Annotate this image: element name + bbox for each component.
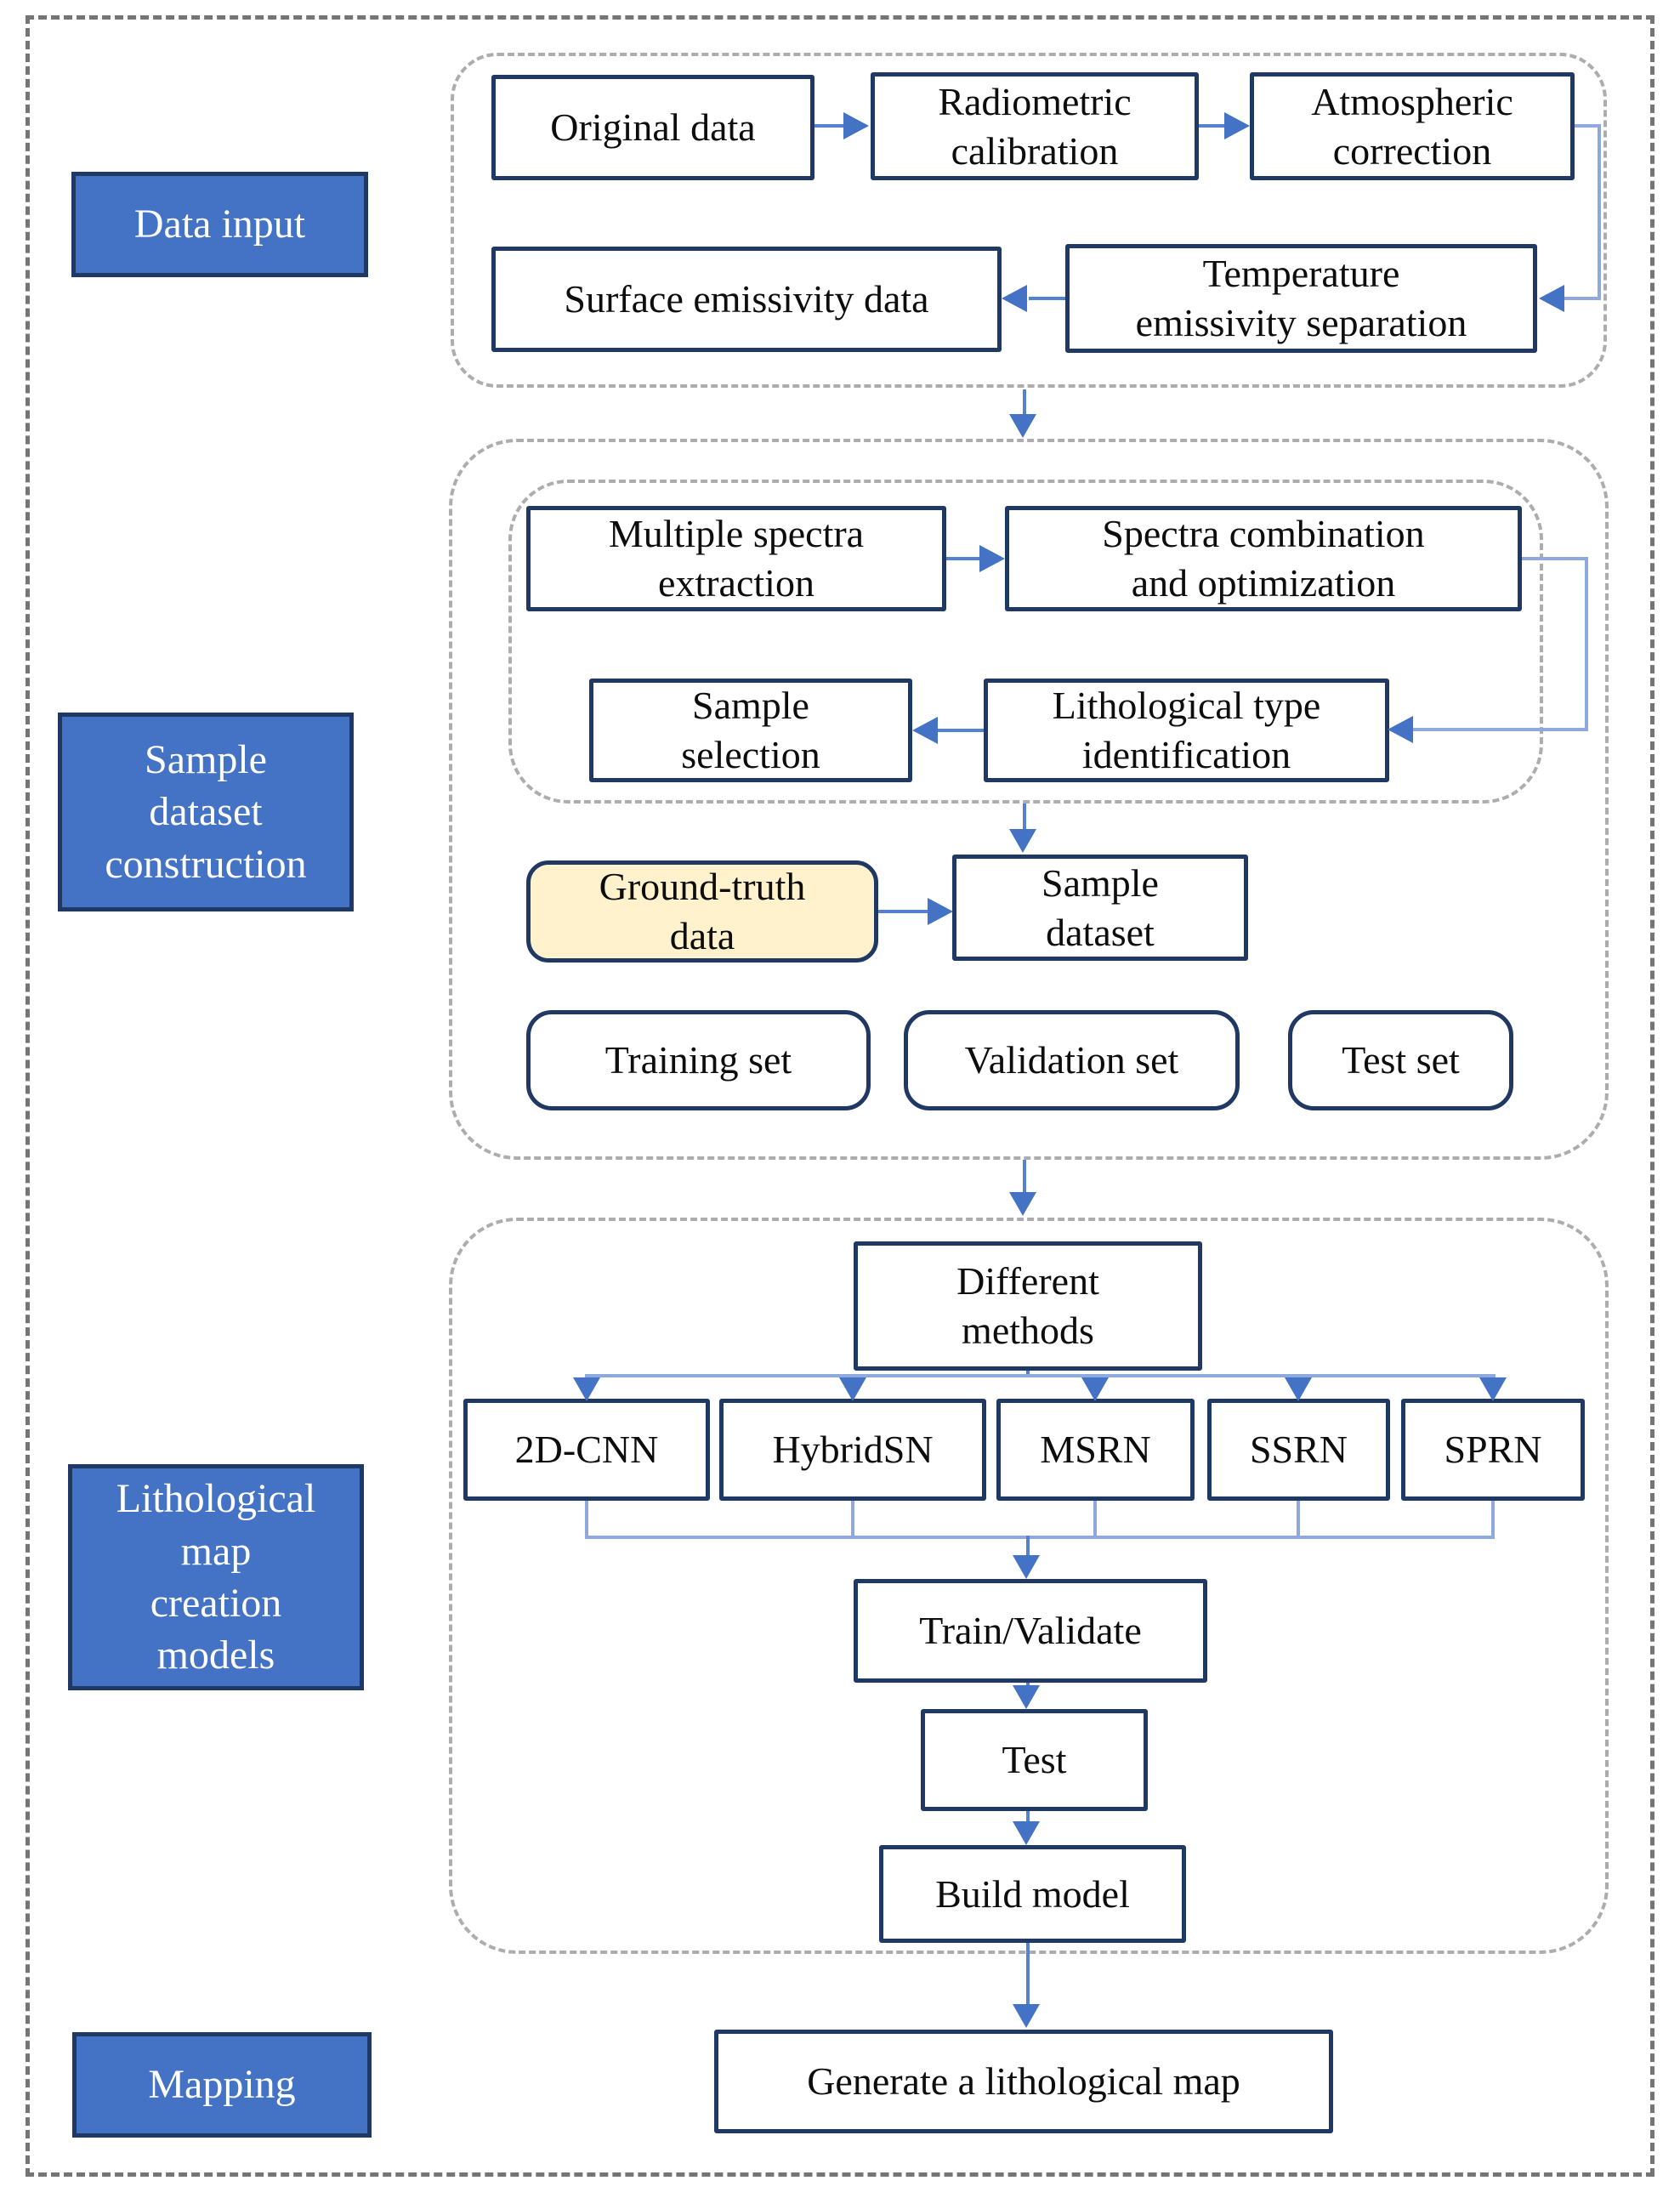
stage-label-data-input: Data input <box>71 172 368 277</box>
node-test-set: Test set <box>1288 1010 1513 1110</box>
arrow-merge-to-train-validate-line <box>1026 1536 1030 1556</box>
outer-dashed-border <box>26 15 1654 2177</box>
arrow-radiometric-to-atmospheric-head <box>1224 112 1250 139</box>
node-model-sprn: SPRN <box>1401 1399 1585 1501</box>
arrow-extraction-to-combination-line <box>946 557 979 560</box>
stage-label-sample-dataset-construction: Sample dataset construction <box>58 713 354 911</box>
node-sample-dataset: Sample dataset <box>952 855 1248 961</box>
stage-label-lithological-map-creation-models: Lithological map creation models <box>68 1464 364 1690</box>
stub-ssrn-down <box>1297 1501 1300 1537</box>
node-model-2d-cnn: 2D-CNN <box>463 1399 710 1501</box>
node-validation-set: Validation set <box>904 1010 1240 1110</box>
elbow-atmospheric-to-temperature-seg-h2 <box>1564 297 1601 300</box>
node-different-methods: Different methods <box>854 1241 1202 1371</box>
arrow-build-model-to-generate-map-head <box>1013 2004 1040 2028</box>
node-original-data: Original data <box>491 75 814 180</box>
arrow-ground-truth-to-sample-dataset-line <box>878 910 928 913</box>
elbow-combination-to-identification-seg-h2 <box>1413 728 1585 731</box>
node-test: Test <box>921 1709 1148 1811</box>
arrow-build-model-to-generate-map-line <box>1026 1943 1030 2006</box>
elbow-combination-to-identification-seg-h1 <box>1522 557 1588 560</box>
node-lithological-type-identification: Lithological type identification <box>984 679 1389 782</box>
node-train-validate: Train/Validate <box>854 1579 1207 1683</box>
arrow-test-to-build-model-head <box>1013 1821 1040 1845</box>
node-build-model: Build model <box>879 1845 1186 1943</box>
arrow-merge-to-train-validate-head <box>1013 1555 1040 1579</box>
distribution-line <box>585 1374 1496 1377</box>
elbow-atmospheric-to-temperature-seg-h1 <box>1575 124 1601 128</box>
arrow-extraction-to-combination-head <box>979 545 1005 572</box>
arrow-original-to-radiometric-line <box>814 124 843 128</box>
sample-dataset-section-frame <box>449 439 1609 1160</box>
arrow-innerframe-to-sample-dataset-head <box>1009 829 1036 853</box>
arrow-ground-truth-to-sample-dataset-head <box>928 898 953 925</box>
arrow-temperature-to-surface-head <box>1002 285 1027 312</box>
elbow-atmospheric-to-temperature-head <box>1539 285 1564 312</box>
elbow-combination-to-identification-seg-v <box>1585 557 1588 731</box>
node-model-hybridsn: HybridSN <box>719 1399 986 1501</box>
stub-2d-cnn-down <box>585 1501 588 1537</box>
stub-hybridsn-down <box>851 1501 854 1537</box>
arrow-to-hybridsn-head <box>839 1377 866 1401</box>
arrow-original-to-radiometric-head <box>843 112 869 139</box>
arrow-to-msrn-head <box>1081 1377 1109 1401</box>
stub-sprn-down <box>1491 1501 1495 1537</box>
arrow-test-to-build-model-line <box>1026 1811 1030 1823</box>
arrow-section1-to-section2-head <box>1009 414 1036 438</box>
arrow-train-validate-to-test-head <box>1013 1685 1040 1709</box>
node-radiometric-calibration: Radiometric calibration <box>871 72 1199 180</box>
node-sample-selection: Sample selection <box>589 679 912 782</box>
elbow-atmospheric-to-temperature-seg-v <box>1598 124 1601 300</box>
arrow-to-sprn-head <box>1479 1377 1507 1401</box>
stub-msrn-down <box>1093 1501 1097 1537</box>
arrow-to-2d-cnn-head <box>573 1377 600 1401</box>
elbow-combination-to-identification-head <box>1388 716 1413 743</box>
node-atmospheric-correction: Atmospheric correction <box>1250 72 1575 180</box>
arrow-section2-to-section3-head <box>1009 1192 1036 1216</box>
node-ground-truth-data: Ground-truth data <box>526 860 878 963</box>
arrow-section1-to-section2-line <box>1023 389 1026 414</box>
node-training-set: Training set <box>526 1010 871 1110</box>
arrow-identification-to-selection-head <box>912 717 938 744</box>
node-spectra-combination-and-optimization: Spectra combination and optimization <box>1005 506 1522 611</box>
arrow-temperature-to-surface-line <box>1029 297 1065 300</box>
data-input-section-frame <box>451 53 1607 388</box>
spectra-processing-inner-frame <box>508 480 1543 804</box>
node-model-ssrn: SSRN <box>1207 1399 1390 1501</box>
merge-line <box>585 1536 1495 1539</box>
node-generate-lithological-map: Generate a lithological map <box>714 2030 1333 2133</box>
node-temperature-emissivity-separation: Temperature emissivity separation <box>1065 244 1537 353</box>
node-multiple-spectra-extraction: Multiple spectra extraction <box>526 506 946 611</box>
node-surface-emissivity-data: Surface emissivity data <box>491 247 1002 352</box>
arrow-innerframe-to-sample-dataset-line <box>1023 804 1026 832</box>
node-model-msrn: MSRN <box>996 1399 1195 1501</box>
stage-label-mapping: Mapping <box>72 2032 372 2138</box>
arrow-section2-to-section3-line <box>1023 1160 1026 1194</box>
arrow-identification-to-selection-line <box>938 729 984 732</box>
arrow-to-ssrn-head <box>1285 1377 1312 1401</box>
arrow-radiometric-to-atmospheric-line <box>1199 124 1224 128</box>
